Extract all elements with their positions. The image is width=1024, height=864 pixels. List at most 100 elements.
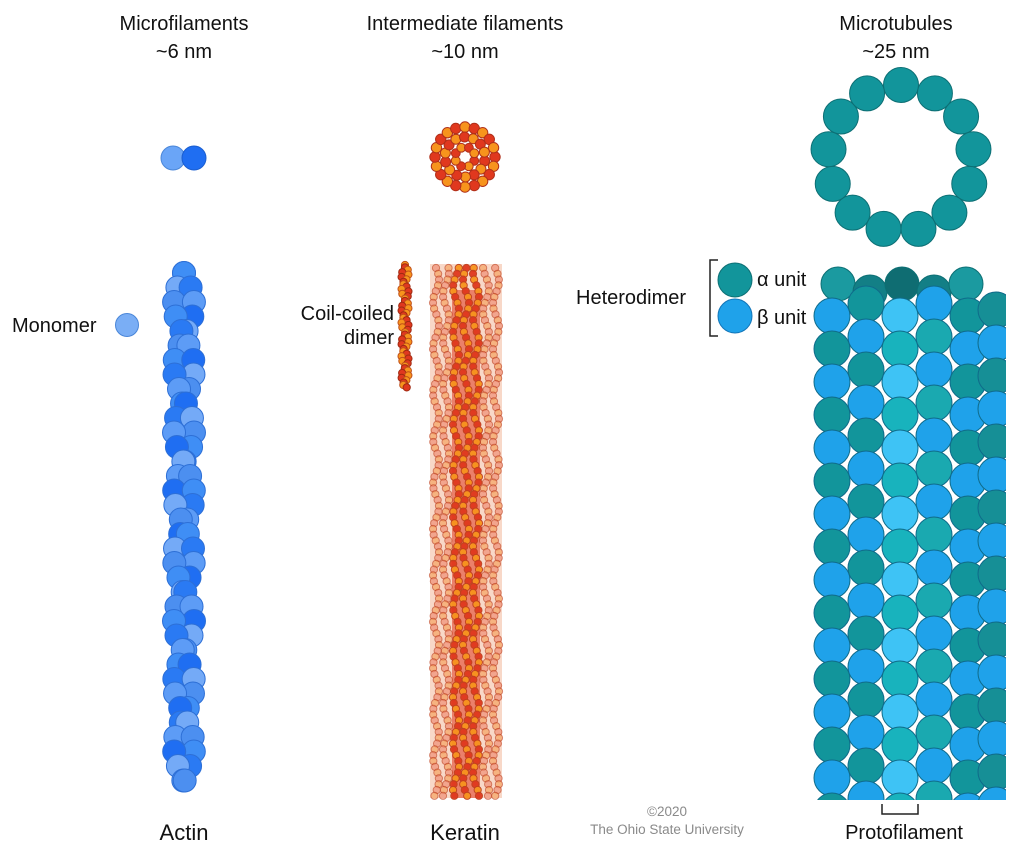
tubulin-subunit [813, 693, 851, 731]
tubulin-subunit [813, 462, 851, 500]
coil-coiled-dimer-label-line2: dimer [343, 327, 394, 349]
tubulin-subunit [915, 450, 953, 488]
keratin-bead [491, 791, 500, 800]
tubulin-subunit [915, 384, 953, 422]
keratin-bead [450, 791, 459, 800]
tubulin-subunit [814, 859, 850, 864]
tubulin-subunit [915, 351, 953, 389]
microtubules-title: Microtubules [839, 13, 953, 35]
tubulin-subunit [847, 516, 885, 554]
protofilament-label: Protofilament [845, 822, 963, 844]
tubulin-subunit [813, 429, 851, 467]
tubulin-subunit [881, 759, 919, 797]
tubulin-subunit [977, 324, 1006, 362]
tubulin-subunit [977, 456, 1006, 494]
tubulin-subunit [915, 648, 953, 686]
tubulin-subunit [977, 291, 1006, 329]
tubulin-subunit [978, 786, 1006, 800]
keratin-bead [478, 146, 490, 158]
tubulin-subunit [813, 396, 851, 434]
tubulin-subunit [950, 859, 986, 864]
tubulin-subunit [813, 330, 851, 368]
actin-subunit [181, 145, 207, 171]
microtubules-size: ~25 nm [862, 41, 930, 63]
tubulin-subunit [977, 555, 1006, 593]
tubulin-subunit [915, 714, 953, 752]
alpha-unit-label: α unit [757, 269, 807, 291]
beta-tubulin [717, 298, 753, 334]
tubulin-subunit [915, 318, 953, 356]
tubulin-subunit [881, 495, 919, 533]
tubulin-subunit [881, 561, 919, 599]
tubulin-subunit [882, 859, 918, 864]
keratin-bead [483, 791, 493, 800]
actin-subunit [160, 145, 186, 171]
tubulin-subunit [977, 522, 1006, 560]
keratin-bead [468, 179, 480, 192]
tubulin-subunit [978, 820, 1014, 856]
tubulin-subunit [885, 792, 915, 800]
copyright-year: ©2020 [647, 804, 687, 819]
tubulin-subunit [881, 594, 919, 632]
tubulin-subunit [881, 528, 919, 566]
tubulin-subunit [865, 210, 902, 247]
tubulin-subunit [847, 417, 885, 455]
tubulin-subunit [977, 357, 1006, 395]
tubulin-subunit [847, 582, 885, 620]
microtubule-cross-section [810, 67, 992, 247]
tubulin-subunit [915, 549, 953, 587]
tubulin-subunit [916, 75, 953, 112]
tubulin-subunit [915, 483, 953, 521]
tubulin-subunit [881, 726, 919, 764]
tubulin-subunit [915, 747, 953, 785]
microfilaments-size: ~6 nm [155, 41, 213, 63]
tubulin-subunit [810, 131, 847, 168]
tubulin-subunit [822, 98, 859, 135]
tubulin-subunit [953, 792, 983, 800]
keratin-bead [474, 791, 484, 800]
tubulin-subunit [948, 266, 984, 302]
tubulin-subunit [847, 285, 885, 323]
alpha-tubulin [717, 262, 753, 298]
tubulin-subunit [847, 450, 885, 488]
heterodimer-bracket [709, 259, 718, 337]
actin-cross-section [160, 145, 207, 171]
tubulin-subunit [881, 660, 919, 698]
keratin-bead [459, 121, 471, 133]
actin-monomer-circle [115, 313, 139, 337]
heterodimer [717, 262, 753, 334]
tubulin-subunit [977, 588, 1006, 626]
tubulin-subunit [915, 615, 953, 653]
tubulin-subunit [813, 297, 851, 335]
keratin-bead [483, 168, 495, 181]
keratin-bead [469, 148, 480, 159]
protofilament-bracket [881, 804, 919, 815]
tubulin-subunit [884, 266, 920, 302]
tubulin-subunit [900, 210, 937, 247]
coil-coiled-dimer-label-line1: Coil-coiled [300, 303, 394, 325]
tubulin-subunit [813, 561, 851, 599]
tubulin-subunit [915, 780, 953, 800]
tubulin-subunit [813, 495, 851, 533]
tubulin-subunit [955, 131, 992, 168]
tubulin-subunit [977, 423, 1006, 461]
tubulin-subunit [813, 594, 851, 632]
tubulin-subunit [978, 853, 1014, 864]
heterodimer-label: Heterodimer [576, 287, 687, 309]
keratin-bead [489, 151, 501, 163]
tubulin-subunit [883, 67, 919, 103]
tubulin-subunit [915, 681, 953, 719]
tubulin-subunit [813, 627, 851, 665]
copyright-owner: The Ohio State University [590, 822, 744, 837]
keratin-bead [487, 142, 500, 154]
tubulin-subunit [847, 780, 885, 800]
tubulin-subunit [882, 826, 918, 862]
intermediate-filaments-size: ~10 nm [431, 41, 499, 63]
tubulin-subunit [847, 681, 885, 719]
keratin-bead [430, 791, 439, 800]
keratin-bead [459, 171, 471, 183]
tubulin-subunit [881, 396, 919, 434]
tubulin-subunit [847, 747, 885, 785]
tubulin-subunit [915, 285, 953, 323]
tubulin-subunit [951, 165, 988, 202]
